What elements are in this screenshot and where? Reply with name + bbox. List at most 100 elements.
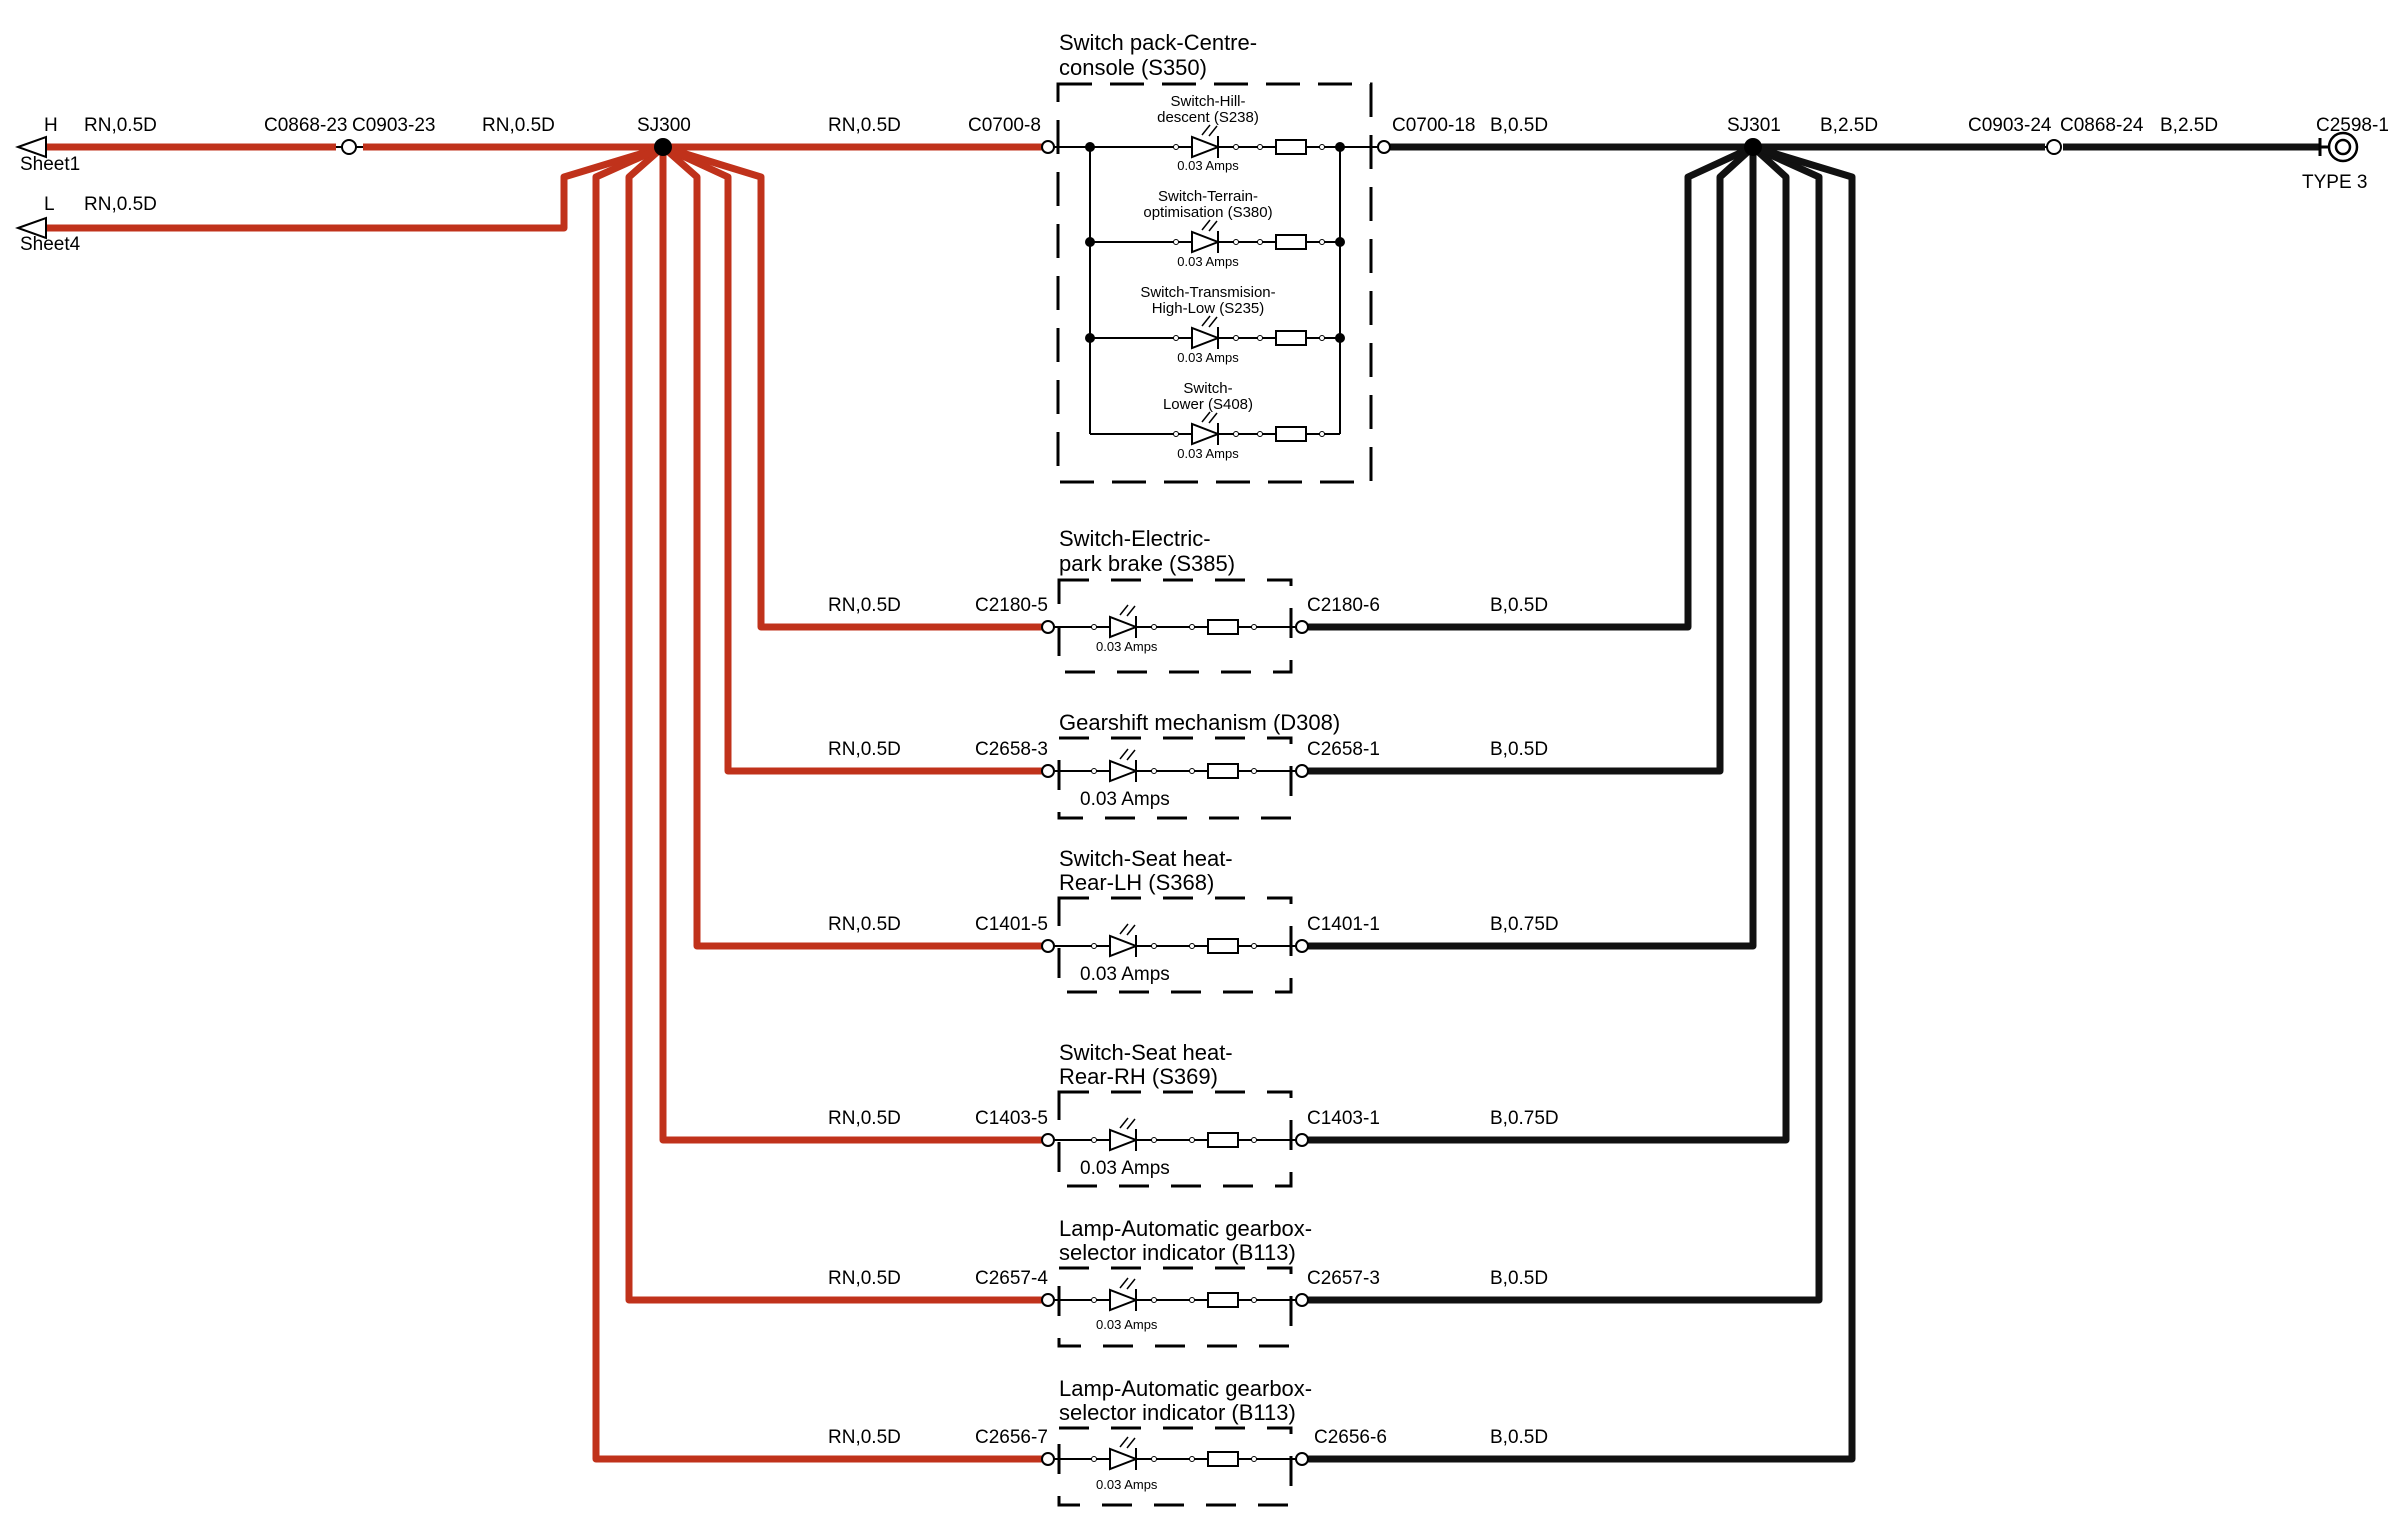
splice-sj300 xyxy=(654,138,672,156)
switch-label: Switch-Transmision- xyxy=(1140,284,1275,301)
switch-label: Switch-Terrain- xyxy=(1158,188,1258,205)
switch-pack-row-4 xyxy=(1090,411,1340,446)
terminal-icon xyxy=(1041,764,1055,778)
wire-red-seat-rh xyxy=(659,147,1048,1144)
wire-label: RN,0.5D xyxy=(828,1268,901,1289)
switch-pack-centre-console: Switch pack-Centre- console (S350) Switc… xyxy=(1041,30,1391,484)
terminal-icon xyxy=(1041,1293,1055,1307)
sheet4-label: Sheet4 xyxy=(20,234,81,255)
wire-label: RN,0.5D xyxy=(84,115,157,136)
resistor-icon xyxy=(1207,1132,1239,1148)
switch-transmision-high-low: Switch-Transmision- High-Low (S235) 0.03… xyxy=(1140,284,1275,365)
connector-label: C0700-18 xyxy=(1392,115,1475,136)
wire-red-gearshift xyxy=(661,143,1048,775)
component-title: selector indicator (B113) xyxy=(1059,1400,1296,1425)
connector-label: C1403-1 xyxy=(1307,1108,1380,1129)
terminal-icon xyxy=(1041,620,1055,634)
component-symbol-1 xyxy=(1041,578,1309,674)
wire-black-lamp-2 xyxy=(1307,143,1856,1463)
amps-label: 0.03 Amps xyxy=(1080,964,1170,985)
connector-c0903-c0868-ground xyxy=(2045,139,2062,155)
connector-label: C2180-6 xyxy=(1307,595,1380,616)
terminal-icon xyxy=(1295,939,1309,953)
component-symbol-3 xyxy=(1041,896,1309,994)
resistor-icon xyxy=(1275,234,1307,250)
splice-label: SJ300 xyxy=(637,115,691,136)
switch-pack-title: Switch pack-Centre- xyxy=(1059,30,1257,55)
component-element-row xyxy=(1054,1277,1296,1312)
terminal-icon xyxy=(1041,140,1055,154)
terminal-icon xyxy=(1295,1293,1309,1307)
component-outline xyxy=(1057,1426,1293,1507)
wire-black-seat-rh xyxy=(1307,144,1790,1144)
wire-label: B,0.5D xyxy=(1490,1268,1548,1289)
resistor-icon xyxy=(1207,1451,1239,1467)
switch-terrain-optimisation: Switch-Terrain- optimisation (S380) 0.03… xyxy=(1143,188,1272,269)
splice-label: SJ301 xyxy=(1727,115,1781,136)
switch-label: High-Low (S235) xyxy=(1152,300,1265,317)
switch-pack-outline xyxy=(1056,82,1373,484)
amps-label: 0.03 Amps xyxy=(1177,158,1239,173)
connector-label: C2658-1 xyxy=(1307,739,1380,760)
wire-label: RN,0.5D xyxy=(828,1427,901,1448)
component-title: Switch-Electric- xyxy=(1059,526,1211,551)
splice-sj301 xyxy=(1744,138,1762,156)
sheet1-input: H Sheet1 RN,0.5D xyxy=(15,115,157,175)
led-icon xyxy=(1109,1436,1139,1471)
component-element-row xyxy=(1054,923,1296,958)
ground-type-label: TYPE 3 xyxy=(2302,172,2367,193)
component-lamp-gearbox-indicator-2: Lamp-Automatic gearbox- selector indicat… xyxy=(828,1376,1548,1492)
connector-label: C1401-5 xyxy=(975,914,1048,935)
wire-label: RN,0.5D xyxy=(828,739,901,760)
component-title: park brake (S385) xyxy=(1059,551,1235,576)
switch-label: descent (S238) xyxy=(1157,109,1259,126)
resistor-icon xyxy=(1207,619,1239,635)
led-icon xyxy=(1191,219,1221,254)
connector-label: C0903-23 xyxy=(352,115,435,136)
amps-label: 0.03 Amps xyxy=(1096,1477,1158,1492)
switch-pack-row-1 xyxy=(1090,124,1340,159)
component-title: Lamp-Automatic gearbox- xyxy=(1059,1376,1312,1401)
terminal-l-label: L xyxy=(44,194,55,215)
component-symbol-5 xyxy=(1041,1266,1309,1348)
wire-black-seat-lh xyxy=(1307,147,1757,950)
component-element-row xyxy=(1054,1436,1296,1471)
terminal-icon xyxy=(1377,140,1391,154)
component-symbol-4 xyxy=(1041,1090,1309,1188)
sheet-arrow-icon xyxy=(15,135,47,159)
component-elements xyxy=(1041,578,1309,1507)
wire-label: B,0.5D xyxy=(1490,595,1548,616)
wire-label: B,0.5D xyxy=(1490,1427,1548,1448)
amps-label: 0.03 Amps xyxy=(1177,446,1239,461)
component-title: Rear-RH (S369) xyxy=(1059,1064,1218,1089)
component-symbol-6 xyxy=(1041,1426,1309,1507)
component-title: Lamp-Automatic gearbox- xyxy=(1059,1216,1312,1241)
switch-pack-row-2 xyxy=(1090,219,1340,254)
switch-pack-row-3 xyxy=(1090,315,1340,350)
led-icon xyxy=(1109,1277,1139,1312)
wire-label: B,0.75D xyxy=(1490,1108,1559,1129)
component-title: Gearshift mechanism (D308) xyxy=(1059,710,1340,735)
terminal-icon xyxy=(1295,1452,1309,1466)
component-element-row xyxy=(1054,604,1296,639)
resistor-icon xyxy=(1207,1292,1239,1308)
resistor-icon xyxy=(1275,426,1307,442)
sheet1-label: Sheet1 xyxy=(20,154,80,175)
wire-red-seat-lh xyxy=(660,144,1048,950)
switch-label: Lower (S408) xyxy=(1163,396,1253,413)
wire-label: B,2.5D xyxy=(1820,115,1878,136)
connector-label: C2656-7 xyxy=(975,1427,1048,1448)
resistor-icon xyxy=(1207,938,1239,954)
amps-label: 0.03 Amps xyxy=(1080,789,1170,810)
component-seat-heat-rear-lh: Switch-Seat heat- Rear-LH (S368) RN,0.5D… xyxy=(828,846,1559,985)
sheet-arrow-icon xyxy=(15,216,47,240)
component-title: Switch-Seat heat- xyxy=(1059,1040,1233,1065)
component-lamp-gearbox-indicator-1: Lamp-Automatic gearbox- selector indicat… xyxy=(828,1216,1548,1332)
component-element-row xyxy=(1054,748,1296,783)
sheet4-input: L Sheet4 RN,0.5D xyxy=(15,194,157,255)
ground-connector-label: C2598-1 xyxy=(2316,115,2389,136)
switch-lower: Switch- Lower (S408) 0.03 Amps xyxy=(1163,380,1253,461)
resistor-icon xyxy=(1207,763,1239,779)
wire-red-park-brake xyxy=(661,143,1048,631)
